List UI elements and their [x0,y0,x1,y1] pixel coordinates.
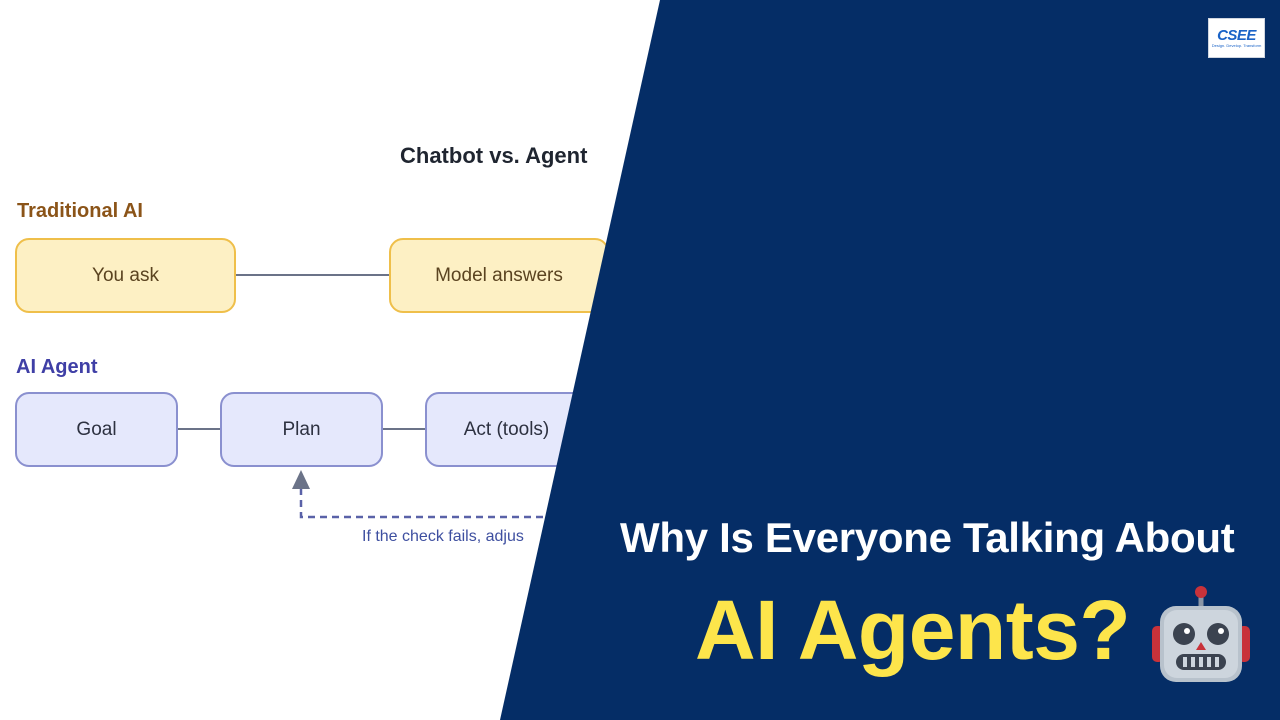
robot-face-icon [1152,586,1250,682]
logo-text: CSEE [1217,26,1256,44]
logo-tagline: Design. Develop. Transform [1211,42,1262,48]
headline-line-1: Why Is Everyone Talking About [620,514,1235,561]
act-tools-node: Act (tools) [425,392,588,467]
feedback-loop-arrow [292,470,620,519]
traditional-ai-label: Traditional AI [17,200,143,222]
goal-plan-connector [178,428,220,430]
traditional-connector [236,274,389,276]
arrowhead-up-icon [292,470,310,489]
csee-logo: CSEE Design. Develop. Transform [1208,18,1265,58]
model-answers-node: Model answers [389,238,609,313]
ai-agent-label: AI Agent [16,356,98,378]
loop-note: If the check fails, adjus [362,528,524,545]
plan-node: Plan [220,392,383,467]
goal-node: Goal [15,392,178,467]
plan-act-connector [383,428,425,430]
you-ask-node: You ask [15,238,236,313]
headline-line-2: AI Agents? [695,583,1131,677]
diagram-title: Chatbot vs. Agent [400,143,588,168]
